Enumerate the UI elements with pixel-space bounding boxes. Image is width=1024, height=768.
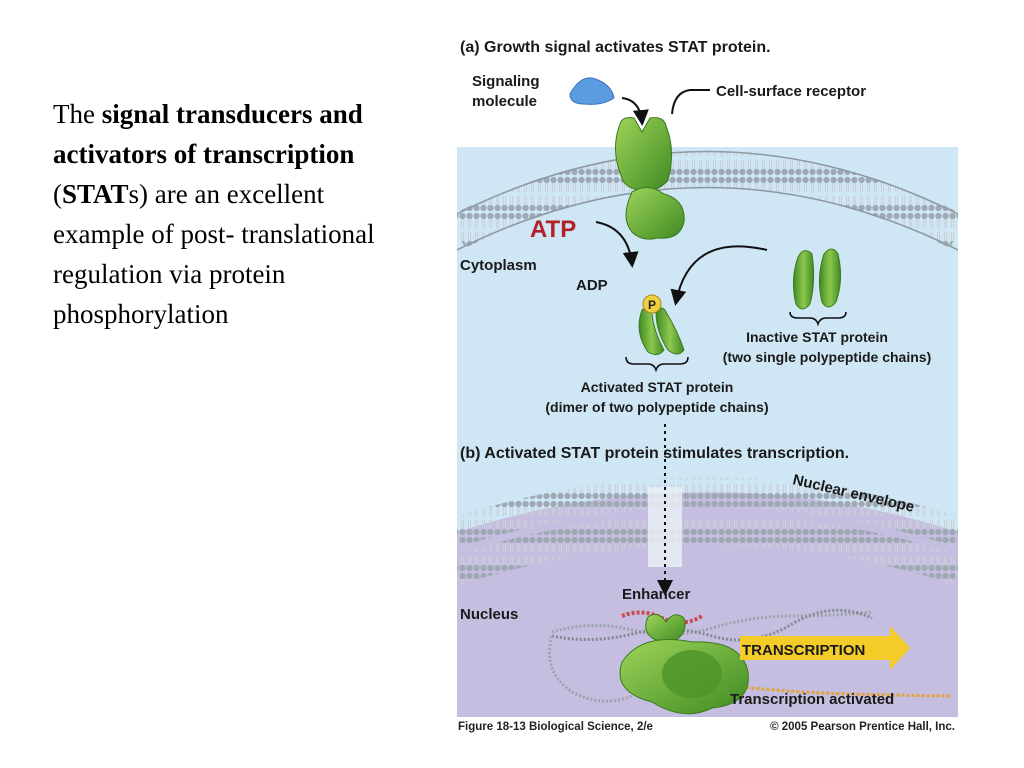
activated-stat-label-1: Activated STAT protein bbox=[581, 379, 734, 395]
paren-open: ( bbox=[53, 179, 62, 209]
inactive-stat-bracket bbox=[789, 311, 847, 327]
cell-surface-receptor bbox=[615, 117, 685, 240]
stat-diagram: (a) Growth signal activates STAT protein… bbox=[457, 39, 958, 733]
transcription-label: TRANSCRIPTION bbox=[742, 642, 865, 659]
nuclear-envelope-inner bbox=[457, 515, 958, 585]
receptor-leader-line bbox=[671, 89, 710, 115]
nuclear-envelope-outer bbox=[457, 477, 958, 547]
receptor-label: Cell-surface receptor bbox=[716, 83, 866, 100]
transcription-arrow bbox=[740, 626, 910, 670]
atp-to-adp-arrow bbox=[595, 221, 639, 268]
activated-stat-bracket bbox=[625, 356, 689, 373]
description-text: are an excellent example of post- transl… bbox=[53, 179, 375, 329]
copyright-notice: © 2005 Pearson Prentice Hall, Inc. bbox=[770, 721, 955, 733]
abbr-suffix: s) bbox=[128, 179, 149, 209]
signal-binding-arrow bbox=[621, 97, 649, 126]
nuclear-pore bbox=[648, 487, 682, 567]
panel-a-title: (a) Growth signal activates STAT protein… bbox=[460, 39, 771, 56]
signaling-molecule-label-1: Signaling bbox=[472, 73, 540, 90]
activated-stat-dimer: P bbox=[638, 294, 685, 356]
intro-text: The bbox=[53, 99, 102, 129]
phosphate-label: P bbox=[648, 298, 656, 312]
activation-arrow bbox=[670, 245, 768, 306]
activated-stat-label-2: (dimer of two polypeptide chains) bbox=[545, 399, 768, 415]
stat-pathway-figure: (a) Growth signal activates STAT protein… bbox=[452, 32, 962, 747]
stat-abbreviation: STAT bbox=[62, 179, 129, 209]
signaling-molecule-label-2: molecule bbox=[472, 93, 537, 110]
transcription-complex bbox=[619, 613, 749, 715]
plasma-membrane bbox=[457, 151, 958, 249]
transcription-activated-label: Transcription activated bbox=[730, 691, 894, 708]
stat-full-name: signal transducers and activators of tra… bbox=[53, 99, 363, 169]
figure-caption: Figure 18-13 Biological Science, 2/e bbox=[458, 721, 653, 733]
inactive-stat-protein bbox=[792, 248, 842, 310]
signaling-molecule-shape bbox=[569, 77, 615, 105]
cell-illustration bbox=[457, 147, 958, 717]
inactive-stat-label-2: (two single polypeptide chains) bbox=[723, 349, 931, 365]
phosphate-group bbox=[642, 294, 662, 314]
slide-body-text: The signal transducers and activators of… bbox=[53, 94, 403, 334]
atp-label: ATP bbox=[530, 216, 576, 243]
panel-b-title: (b) Activated STAT protein stimulates tr… bbox=[460, 445, 849, 462]
inactive-stat-label-1: Inactive STAT protein bbox=[746, 329, 888, 345]
nucleus-label: Nucleus bbox=[460, 606, 518, 623]
adp-label: ADP bbox=[576, 277, 608, 294]
enhancer-label: Enhancer bbox=[622, 586, 691, 603]
cytoplasm-label: Cytoplasm bbox=[460, 257, 537, 274]
